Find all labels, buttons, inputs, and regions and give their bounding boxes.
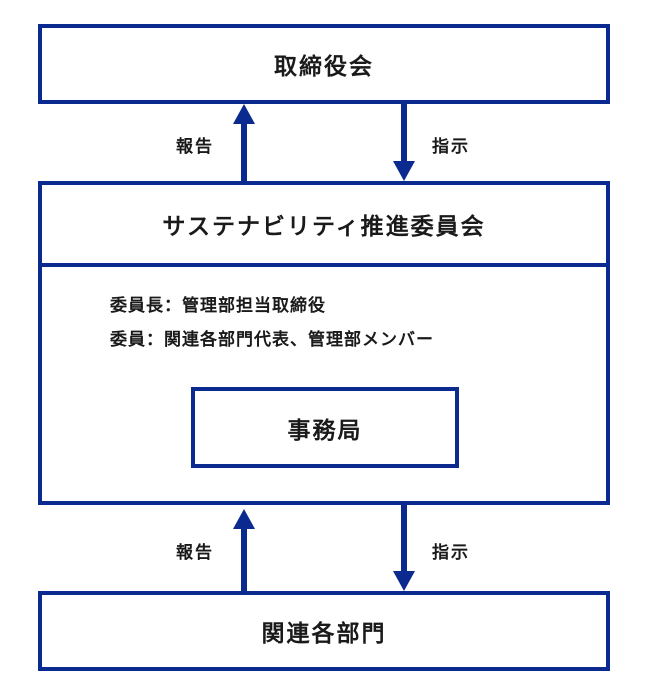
report-label-lower: 報告 [176,543,214,563]
committee-title: サステナビリティ推進委員会 [162,214,486,240]
arrow-head-down-icon [393,161,415,181]
instruct-arrow-lower [393,505,415,591]
report-arrow-upper [233,104,255,181]
board-of-directors-box: 取締役会 [38,24,610,104]
report-label-upper: 報告 [176,137,214,157]
related-departments-box: 関連各部門 [38,591,610,671]
secretariat-box: 事務局 [191,387,459,468]
arrow-head-down-icon [393,571,415,591]
instruct-arrow-upper [393,104,415,181]
instruct-label-lower: 指示 [432,543,470,563]
board-of-directors-label: 取締役会 [274,54,374,80]
arrow-head-up-icon [233,104,255,124]
committee-members-line: 委員：関連各部門代表、管理部メンバー [110,330,434,350]
report-arrow-lower [233,509,255,591]
arrow-head-up-icon [233,509,255,529]
committee-members: 委員長：管理部担当取締役 委員：関連各部門代表、管理部メンバー [110,289,434,357]
committee-chair-line: 委員長：管理部担当取締役 [110,296,326,316]
instruct-label-upper: 指示 [432,137,470,157]
committee-header: サステナビリティ推進委員会 [42,185,606,267]
secretariat-label: 事務局 [287,417,363,444]
related-departments-label: 関連各部門 [261,621,387,647]
